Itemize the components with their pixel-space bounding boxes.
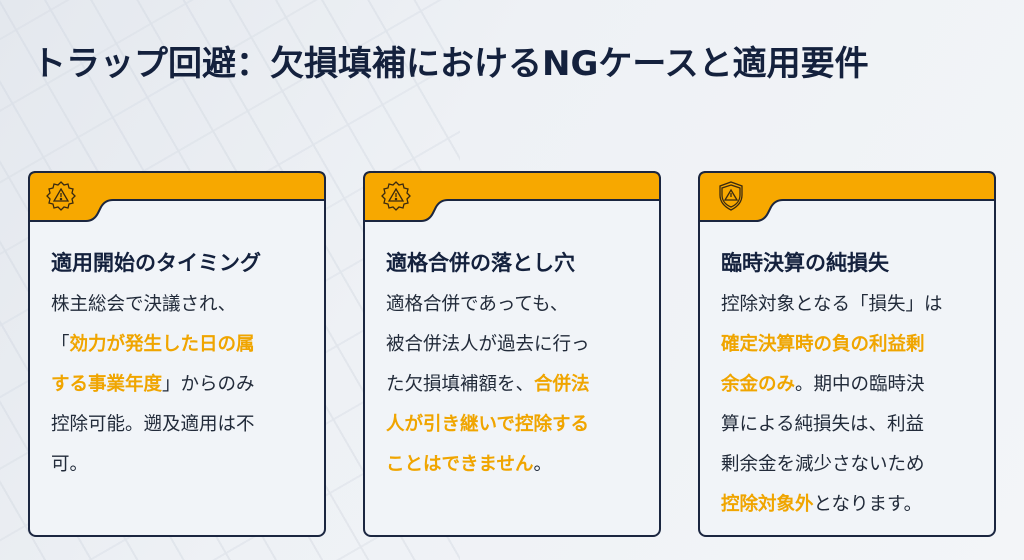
body-line: 「効力が発生した日の属: [51, 325, 255, 365]
body-line: 適格合併であっても、: [386, 285, 590, 325]
body-text: 。期中の臨時決: [795, 374, 925, 395]
card-merger: 適格合併の落とし穴適格合併であっても、被合併法人が過去に行った欠損填補額を、合併…: [363, 171, 661, 537]
card-title: 適格合併の落とし穴: [386, 251, 575, 275]
highlight-text: する事業年度: [51, 374, 163, 395]
body-line: 算による純損失は、利益: [721, 405, 942, 445]
body-text: 控除対象となる「損失」は: [721, 294, 943, 315]
body-line: ことはできません。: [386, 445, 590, 485]
card-title: 臨時決算の純損失: [721, 251, 889, 275]
body-line: 剰余金を減少さないため: [721, 445, 942, 485]
page-title: トラップ回避：欠損填補におけるNGケースと適用要件: [32, 44, 869, 84]
body-line: 株主総会で決議され、: [51, 285, 255, 325]
card-frame: [698, 171, 996, 537]
body-text: 剰余金を減少さないため: [721, 454, 925, 475]
card-interim: 臨時決算の純損失控除対象となる「損失」は確定決算時の負の利益剰余金のみ。期中の臨…: [698, 171, 996, 537]
body-text: 株主総会で決議され、: [51, 294, 237, 315]
card-timing: 適用開始のタイミング株主総会で決議され、「効力が発生した日の属する事業年度」から…: [28, 171, 326, 537]
body-line: た欠損填補額を、合併法: [386, 365, 590, 405]
body-text: 可。: [51, 454, 89, 475]
card-body: 控除対象となる「損失」は確定決算時の負の利益剰余金のみ。期中の臨時決算による純損…: [721, 285, 942, 525]
highlight-text: 合併法: [534, 374, 590, 395]
card-body: 株主総会で決議され、「効力が発生した日の属する事業年度」からのみ控除可能。遡及適…: [51, 285, 255, 485]
body-line: 控除可能。遡及適用は不: [51, 405, 255, 445]
body-line: 余金のみ。期中の臨時決: [721, 365, 942, 405]
body-text: 。: [533, 454, 552, 475]
card-title: 適用開始のタイミング: [51, 251, 261, 275]
body-text: 控除可能。遡及適用は不: [51, 414, 255, 435]
body-line: 被合併法人が過去に行っ: [386, 325, 590, 365]
highlight-text: 控除対象外: [721, 494, 814, 515]
card-frame: [28, 171, 326, 537]
highlight-text: 効力が発生した日の属: [69, 334, 255, 355]
body-text: 算による純損失は、利益: [721, 414, 924, 435]
highlight-text: 余金のみ: [721, 374, 796, 395]
body-text: となります。: [813, 494, 923, 515]
body-text: た欠損填補額を、: [386, 374, 535, 395]
highlight-text: ことはできません: [386, 454, 534, 475]
highlight-text: 確定決算時の負の利益剰: [721, 334, 925, 355]
highlight-text: 人が引き継いで控除する: [386, 414, 589, 435]
body-line: 控除対象外となります。: [721, 485, 942, 525]
body-line: 人が引き継いで控除する: [386, 405, 590, 445]
body-line: 控除対象となる「損失」は: [721, 285, 942, 325]
body-text: 被合併法人が過去に行っ: [386, 334, 590, 355]
body-text: 「: [51, 334, 70, 355]
body-text: 」からのみ: [162, 374, 255, 395]
body-line: する事業年度」からのみ: [51, 365, 255, 405]
body-line: 確定決算時の負の利益剰: [721, 325, 942, 365]
body-text: 適格合併であっても、: [386, 294, 569, 315]
card-body: 適格合併であっても、被合併法人が過去に行った欠損填補額を、合併法人が引き継いで控…: [386, 285, 590, 485]
body-line: 可。: [51, 445, 255, 485]
card-frame: [363, 171, 661, 537]
